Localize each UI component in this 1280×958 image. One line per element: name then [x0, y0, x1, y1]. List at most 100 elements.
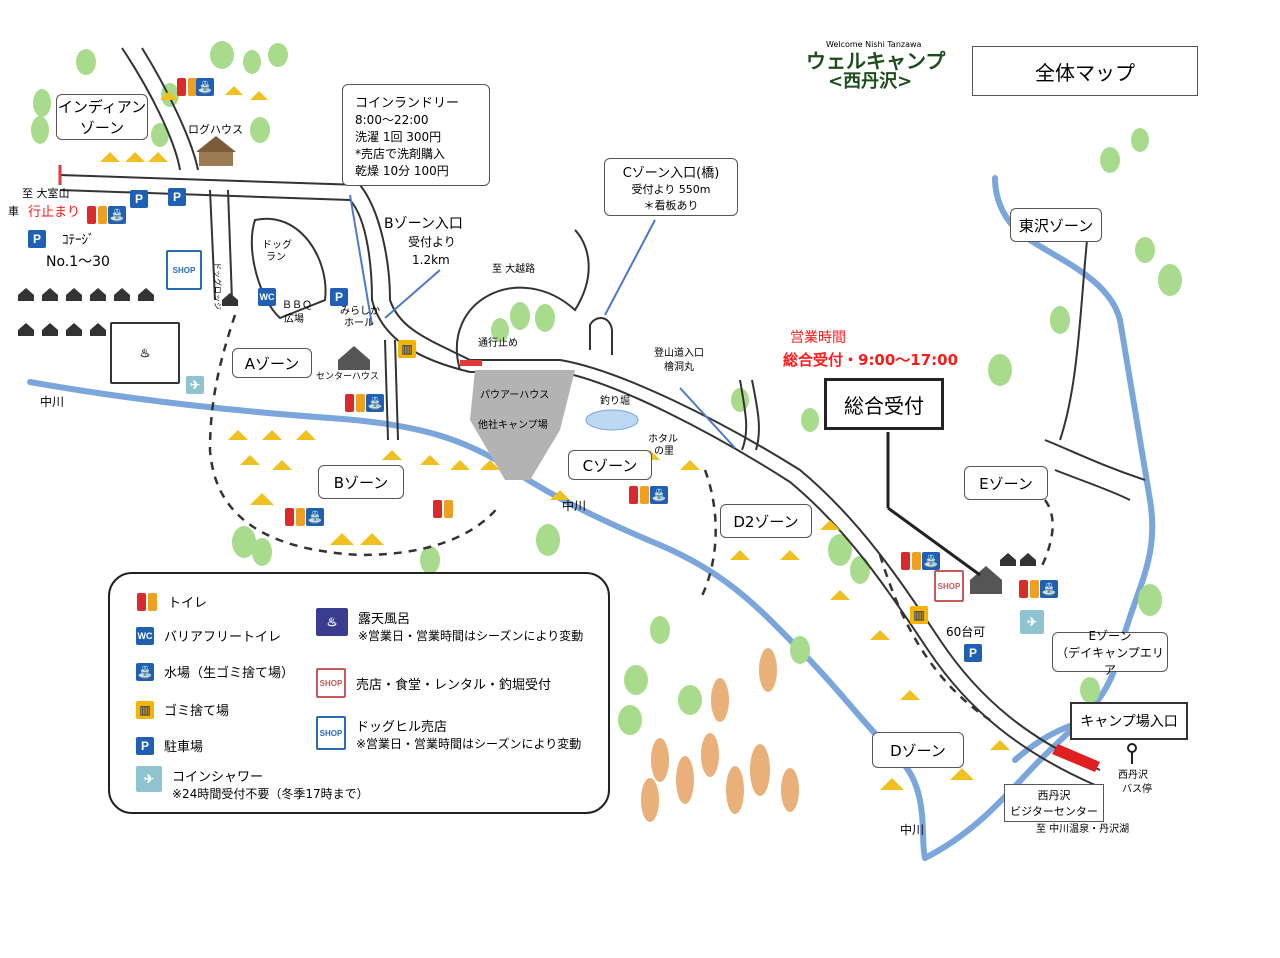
reception-label: 総合受付: [844, 393, 924, 418]
cottage-label: ｺﾃｰｼﾞ: [62, 233, 95, 248]
legend-bath-label: 露天風呂: [358, 612, 411, 627]
laundry-info: コインランドリー 8:00～22:00 洗濯 1回 300円 *売店で洗剤購入 …: [342, 84, 490, 186]
parking-icon: P: [964, 644, 982, 662]
legend-water-label: 水場（生ゴミ捨て場）: [164, 666, 295, 681]
dead-end-label: 行止まり: [28, 205, 81, 220]
log-house-label: ログハウス: [188, 123, 243, 136]
legend-shop-label: 売店・食堂・レンタル・釣堀受付: [356, 677, 552, 693]
legend-toilet-label: トイレ: [168, 596, 208, 611]
dog-run-label-1: ドッグ: [262, 240, 292, 251]
open-air-bath-icon: ♨: [316, 608, 348, 636]
parking-capacity-label: 60台可: [946, 625, 986, 639]
nakagawa-label-3: 中川: [900, 823, 925, 837]
visitor-center-box: 西丹沢 ビジターセンター: [1004, 784, 1104, 822]
coin-shower-icon: ✈: [136, 766, 162, 792]
zone-e: Eゾーン: [964, 466, 1048, 500]
zone-a: Aゾーン: [232, 348, 312, 378]
reception-hours: 総合受付・9:00～17:00: [783, 351, 959, 369]
legend-bath-note: ※営業日・営業時間はシーズンにより変動: [358, 629, 584, 643]
legend-shower-note: ※24時間受付不要（冬季17時まで）: [172, 787, 369, 801]
reception-label-box: 総合受付: [824, 378, 944, 430]
bus-stop-label-1: 西丹沢: [1118, 770, 1148, 781]
water-tap-icon: ⛲: [196, 78, 214, 96]
water-tap-icon: ⛲: [306, 508, 324, 526]
to-onsen-label: 至 中川温泉・丹沢湖: [1036, 824, 1130, 835]
trees: [31, 41, 1182, 735]
parking-icon: P: [130, 190, 148, 208]
center-house-graphic: [338, 346, 370, 370]
nakagawa-label-1: 中川: [40, 395, 65, 409]
parking-icon: P: [136, 736, 154, 755]
reception-hours-title: 営業時間: [790, 330, 846, 346]
legend-barrier-free: WC バリアフリートイレ: [136, 626, 281, 645]
shop-restaurant-icon: SHOP: [316, 668, 346, 698]
fishing-pond: [585, 409, 639, 431]
legend-barrier-free-label: バリアフリートイレ: [164, 630, 282, 645]
bus-stop-label-2: バス停: [1122, 784, 1152, 795]
roads: [59, 47, 1146, 786]
zone-d2-label: D2ゾーン: [733, 512, 799, 531]
trash-icon: ▥: [398, 340, 416, 358]
toilet-icon: [176, 78, 198, 96]
legend-parking-label: 駐車場: [164, 740, 204, 755]
zone-a-label: Aゾーン: [244, 354, 300, 373]
legend-shower-label: コインシャワー: [172, 770, 264, 785]
zone-higashizawa-label: 東沢ゾーン: [1018, 216, 1094, 235]
zone-e-daycamp: Eゾーン （デイキャンプエリア: [1052, 629, 1168, 677]
center-house-label: センターハウス: [316, 372, 379, 382]
zone-d: Dゾーン: [872, 732, 964, 768]
trash-icon: ▥: [136, 700, 154, 719]
c-entrance-note: ＊看板あり: [643, 198, 699, 212]
cottages: [18, 288, 1036, 566]
tents: [100, 86, 1010, 790]
toilet-icon: [284, 508, 306, 526]
toilet-icon: [86, 206, 108, 224]
laundry-hours: 8:00～22:00: [355, 112, 429, 127]
camp-entrance-label: キャンプ場入口: [1080, 714, 1178, 730]
toilet-icon: [628, 486, 650, 504]
parking-icon: P: [28, 230, 46, 248]
zone-b: Bゾーン: [318, 465, 404, 499]
power-house-area: [470, 370, 575, 480]
other-camp-label: 他社キャンプ場: [478, 420, 548, 431]
nakagawa-river-lower: [922, 175, 1156, 861]
zone-b-label: Bゾーン: [333, 473, 389, 492]
b-entrance-title: Bゾーン入口: [384, 216, 463, 232]
legend-shower: ✈ コインシャワー ※24時間受付不要（冬季17時まで）: [136, 766, 369, 802]
legend-parking: P 駐車場: [136, 736, 203, 755]
power-house-label: パウアーハウス: [480, 390, 550, 401]
trash-icon: ▥: [910, 606, 928, 624]
toilet-icon: [900, 552, 922, 570]
coin-shower-icon: ✈: [186, 376, 204, 394]
water-tap-icon: ⛲: [650, 486, 668, 504]
dog-hill-shop-icon: SHOP: [166, 250, 202, 290]
legend-dog-shop: SHOP ドッグヒル売店 ※営業日・営業時間はシーズンにより変動: [316, 716, 581, 752]
cottage-number-label: No.1～30: [46, 254, 110, 270]
legend-dog-shop-note: ※営業日・営業時間はシーズンにより変動: [356, 737, 582, 751]
legend-dog-shop-label: ドッグヒル売店: [356, 720, 448, 735]
road-closed-mark: [460, 360, 482, 366]
legend-shop: SHOP 売店・食堂・レンタル・釣堀受付: [316, 668, 551, 698]
reception-pointer-2: [887, 506, 981, 577]
legend-bath: ♨ 露天風呂 ※営業日・営業時間はシーズンにより変動: [316, 608, 583, 644]
bbq-label: ＢＢＱ: [282, 300, 312, 311]
mirashika-label-1: みらしか: [340, 306, 380, 317]
zone-boundaries: [208, 314, 1054, 722]
water-tap-icon: ⛲: [136, 662, 154, 681]
tozan-label-2: 檜洞丸: [664, 362, 694, 373]
kuruma-label: 車: [8, 205, 19, 218]
zone-indian: インディアン ゾーン: [56, 94, 148, 140]
zone-indian-line1: インディアン: [57, 98, 147, 116]
toilet-icon: [344, 394, 366, 412]
open-air-bath-icon: ♨: [110, 322, 180, 384]
zone-e-daycamp-line2: （デイキャンプエリア: [1056, 645, 1164, 677]
laundry-detergent: *売店で洗剤購入: [355, 146, 446, 161]
to-onomuro-label: 至 大室山: [22, 187, 70, 200]
toilet-icon: [432, 500, 454, 518]
b-entrance-line2: 受付より: [408, 235, 456, 249]
legend-water: ⛲ 水場（生ゴミ捨て場）: [136, 662, 294, 681]
tozan-label-1: 登山道入口: [654, 348, 704, 359]
visitor-center-line1: 西丹沢: [1037, 789, 1071, 802]
zone-c: Cゾーン: [568, 450, 652, 480]
